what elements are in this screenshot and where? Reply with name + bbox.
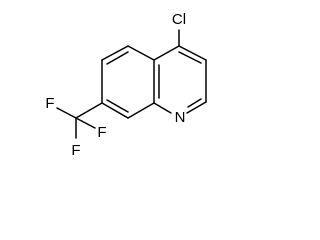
bond-cf3-f-right — [75, 117, 96, 129]
fluorine-bottom-label: F — [71, 142, 80, 159]
bond-cf3-f-left — [56, 107, 77, 119]
bond-group — [56, 29, 207, 139]
bond-c3-c4 — [178, 45, 207, 61]
bond-c4-c4a — [153, 45, 180, 61]
bond-c8-c8a — [127, 102, 155, 119]
nitrogen-label: N — [175, 109, 186, 126]
bond-n-c2-inner — [187, 98, 202, 108]
chlorine-label: Cl — [172, 11, 186, 28]
bond-c5-c6 — [101, 45, 129, 61]
bond-c8a-n — [153, 102, 172, 114]
bond-c7-cf3 — [75, 102, 103, 119]
bond-c3-c4-inner — [178, 51, 202, 64]
fluorine-right-label: F — [97, 124, 106, 141]
bond-c7-c8 — [101, 102, 129, 119]
molecule-structure: Cl N F F F — [45, 11, 207, 159]
fluorine-left-label: F — [45, 95, 54, 112]
atom-labels: Cl N F F F — [45, 11, 186, 159]
bond-n-c2 — [186, 101, 207, 114]
bond-c7-c8-inner — [106, 99, 129, 113]
bond-c4a-c5 — [127, 45, 155, 61]
bond-c5-c6-inner — [106, 51, 129, 65]
